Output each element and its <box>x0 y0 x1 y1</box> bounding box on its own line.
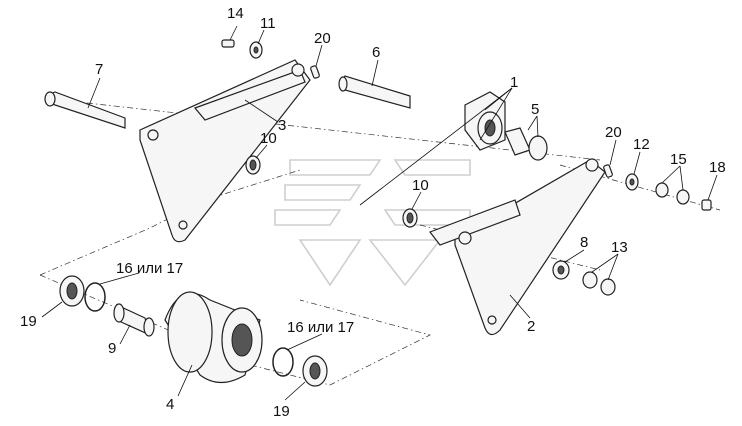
label-16-right: 16 или 17 <box>287 319 354 336</box>
part-2-right-plate <box>429 158 606 336</box>
part-15-nuts <box>655 182 690 205</box>
label-8: 8 <box>580 234 588 251</box>
part-labels: 14 11 20 6 7 3 10 1 5 20 12 15 18 10 8 1… <box>20 5 726 420</box>
part-10-bushing-right <box>402 208 418 228</box>
label-20-top: 20 <box>314 30 331 47</box>
part-9-spacer <box>113 303 155 337</box>
label-1: 1 <box>510 74 518 91</box>
part-19-bearing-right <box>302 355 328 387</box>
part-13-nuts <box>582 271 616 296</box>
label-6: 6 <box>372 44 380 61</box>
part-3-left-plate <box>139 59 311 243</box>
label-3: 3 <box>278 117 286 134</box>
part-4-pulley <box>164 291 263 384</box>
part-12-washer <box>625 173 639 191</box>
part-5-sleeves <box>504 127 548 161</box>
label-2: 2 <box>527 318 535 335</box>
leader-lines <box>41 25 718 401</box>
part-16-17-ring-right <box>272 347 294 377</box>
part-18-fitting <box>701 199 712 211</box>
label-9: 9 <box>108 340 116 357</box>
part-14-bolt <box>221 39 235 48</box>
part-11-washer <box>249 41 263 59</box>
part-16-17-ring-left <box>84 282 106 312</box>
label-16-left: 16 или 17 <box>116 260 183 277</box>
label-14: 14 <box>227 5 244 22</box>
part-8-washer <box>552 260 570 280</box>
label-7: 7 <box>95 61 103 78</box>
label-5: 5 <box>531 101 539 118</box>
part-1-bracket <box>464 91 506 151</box>
label-4: 4 <box>166 396 174 413</box>
label-19-left: 19 <box>20 313 37 330</box>
label-13: 13 <box>611 239 628 256</box>
label-15: 15 <box>670 151 687 168</box>
part-19-bearing-left <box>59 275 85 307</box>
label-11: 11 <box>260 15 276 32</box>
part-6-shaft <box>338 75 411 109</box>
label-19-right: 19 <box>273 403 290 420</box>
label-18: 18 <box>709 159 726 176</box>
label-10-right: 10 <box>412 177 429 194</box>
part-20-pin-top <box>310 65 320 79</box>
part-7-axle <box>44 91 126 129</box>
watermark-logo <box>274 159 471 287</box>
label-20-right: 20 <box>605 124 622 141</box>
label-10-left: 10 <box>260 130 277 147</box>
label-12: 12 <box>633 136 650 153</box>
part-10-bushing-left <box>245 155 261 175</box>
